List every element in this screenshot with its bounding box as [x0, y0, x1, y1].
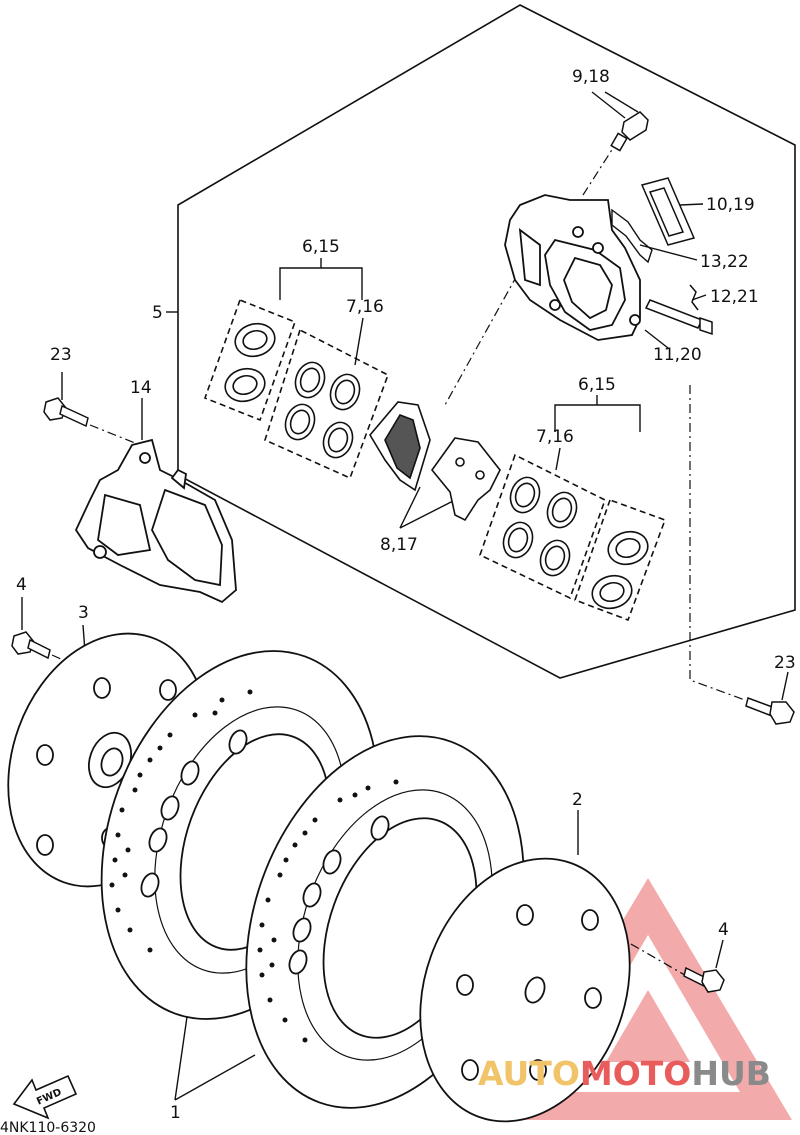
label-23-right: 23 [774, 653, 796, 673]
disc-right-vent-holes [257, 779, 399, 1043]
seal-set-left [264, 328, 389, 480]
mounting-bolt-left-icon [43, 397, 89, 428]
label-6-15-upper: 6,15 [302, 237, 340, 257]
watermark-text: AUTOMOTOHUB [478, 1054, 771, 1093]
piston-set-left [203, 298, 297, 422]
label-3: 3 [78, 603, 89, 623]
forward-arrow-icon: FWD [12, 1074, 78, 1120]
seal-set-right [479, 453, 606, 600]
piston-set-right [573, 498, 667, 622]
label-7-16-lower: 7,16 [536, 427, 574, 447]
brake-pad-right-icon [430, 437, 501, 522]
label-7-16-upper: 7,16 [346, 297, 384, 317]
label-9-18: 9,18 [572, 67, 610, 87]
mounting-bolt-right-icon [745, 697, 795, 725]
caliper-right-icon [504, 194, 641, 341]
label-12-21: 12,21 [710, 287, 759, 307]
diagram-code: 4NK110-6320 [0, 1120, 96, 1135]
label-10-19: 10,19 [706, 195, 755, 215]
disc-bolt-right-icon [683, 966, 725, 993]
label-5: 5 [152, 303, 163, 323]
disc-hub-right-icon [419, 857, 631, 1123]
label-14: 14 [130, 378, 152, 398]
pad-clip-icon [689, 284, 699, 311]
pad-pin-icon [644, 299, 713, 336]
label-23-left: 23 [50, 345, 72, 365]
caliper-left-icon [74, 438, 237, 604]
pad-spring-icon [611, 208, 653, 264]
pad-plate-icon [640, 177, 696, 246]
label-8-17: 8,17 [380, 535, 418, 555]
label-4-left: 4 [16, 575, 27, 595]
brake-pad-left-icon [369, 401, 431, 492]
label-1: 1 [170, 1103, 181, 1123]
disc-left-vent-holes [109, 689, 253, 953]
watermark-part-1: AUTO [478, 1054, 580, 1093]
disc-bolt-left-icon [11, 631, 51, 660]
label-6-15-lower: 6,15 [578, 375, 616, 395]
assembly-outline [177, 4, 796, 679]
label-4-right: 4 [718, 920, 729, 940]
label-11-20: 11,20 [653, 345, 702, 365]
watermark-part-2: MOTO [580, 1054, 691, 1093]
label-2: 2 [572, 790, 583, 810]
watermark-part-3: HUB [691, 1054, 771, 1093]
label-13-22: 13,22 [700, 252, 749, 272]
bleeder-bolt-icon [610, 111, 649, 152]
